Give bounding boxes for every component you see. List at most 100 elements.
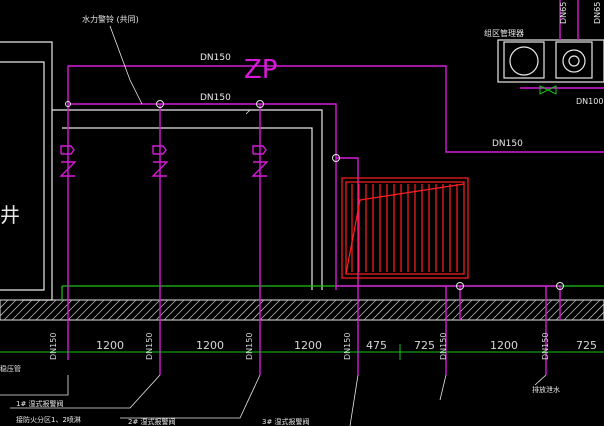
hatch-line: [403, 299, 425, 321]
valve-1-sub-note: 接防火分区1、2喷淋: [16, 415, 81, 424]
hatch-line: [99, 299, 121, 321]
valve-marker-1: [156, 100, 164, 108]
hatch-line: [571, 299, 593, 321]
leader-3: [120, 374, 261, 419]
hatch-line: [171, 299, 193, 321]
hatch-line: [75, 299, 97, 321]
hatch-line: [67, 299, 89, 321]
valve-3-note: 3# 湿式报警阀: [262, 417, 310, 426]
branch-right-2: [460, 285, 561, 320]
hatch-line: [459, 299, 481, 321]
equipment-unit-left: [503, 41, 545, 79]
hatch-line: [187, 299, 209, 321]
tank-diagonal: [345, 183, 465, 275]
riser-dn-label: DN150: [343, 333, 352, 360]
hatch-line: [355, 299, 377, 321]
hatch-line: [179, 299, 201, 321]
riser-4: [336, 157, 359, 375]
top-right-dn-3: DN100: [576, 97, 603, 106]
riser-dn-label: DN150: [439, 333, 448, 360]
building-wall-mid-inner: [62, 127, 313, 290]
top-right-valve: [539, 85, 557, 95]
hatch-line: [283, 299, 305, 321]
tank-outer: [341, 177, 469, 279]
hatch-line: [299, 299, 321, 321]
hatch-line: [203, 299, 225, 321]
hatch-line: [19, 299, 41, 321]
valve-marker-2: [256, 100, 264, 108]
hatch-line: [499, 299, 521, 321]
hatch-line: [507, 299, 529, 321]
equipment-unit-right: [555, 41, 593, 79]
hatch-line: [419, 299, 441, 321]
hatch-line: [451, 299, 473, 321]
hatch-line: [131, 299, 153, 321]
leader-2: [10, 374, 161, 409]
dimension-label: 1200: [490, 339, 518, 352]
hatch-line: [195, 299, 217, 321]
leader-1: [0, 375, 69, 396]
hatch-line: [35, 299, 57, 321]
riser-dn-label: DN150: [145, 333, 154, 360]
riser-dn-label: DN150: [245, 333, 254, 360]
hatch-line: [395, 299, 417, 321]
hatch-line: [11, 299, 33, 321]
drain-note: 排放泄水: [532, 385, 560, 394]
dimension-label: 725: [414, 339, 435, 352]
dimension-label: 725: [576, 339, 597, 352]
equipment-pump-right: [562, 49, 586, 73]
ground-band: [0, 299, 604, 321]
hatch-line: [315, 299, 337, 321]
hatch-line: [59, 299, 81, 321]
hatch-line: [579, 299, 601, 321]
hatch-line: [427, 299, 449, 321]
hatch-line: [371, 299, 393, 321]
hatch-line: [323, 299, 345, 321]
riser-code-z-2: [151, 161, 169, 177]
leader-5: [439, 374, 447, 401]
equipment-box: [497, 39, 604, 83]
tank-inner: [345, 181, 465, 275]
main-pipe-top: [67, 65, 604, 360]
valve-marker-4: [456, 282, 464, 290]
leader-4: [349, 374, 359, 426]
second-pipe: [68, 103, 337, 290]
building-wall-mid: [52, 109, 323, 290]
hatch-line: [475, 299, 497, 321]
hatch-line: [515, 299, 537, 321]
hatch-line: [291, 299, 313, 321]
right-pipe-dn: DN150: [492, 139, 523, 149]
hatch-line: [259, 299, 281, 321]
note-leader: [109, 25, 143, 105]
check-valve-left: [539, 85, 550, 95]
hatch-line: [107, 299, 129, 321]
equipment-pump-right-core: [568, 55, 580, 67]
hatch-line: [563, 299, 585, 321]
hatch-line: [587, 303, 604, 321]
riser-codes: [59, 145, 269, 177]
note-tick: [245, 109, 251, 115]
dimension-label: 475: [366, 339, 387, 352]
building-outline: [0, 39, 604, 301]
valve-2-note: 2# 湿式报警阀: [128, 417, 176, 426]
valve-marker-5: [556, 282, 564, 290]
second-pipe-dn: DN150: [200, 93, 231, 103]
check-valve-right: [546, 85, 557, 95]
dimension-label: 1200: [196, 339, 224, 352]
hatch-line: [539, 299, 561, 321]
building-wall-left-inner: [0, 61, 45, 291]
dimension-label: 1200: [96, 339, 124, 352]
hatch-line: [123, 299, 145, 321]
top-pipe-note: 水力警铃 (共同): [82, 14, 139, 24]
hatch-line: [27, 299, 49, 321]
hatch-line: [467, 299, 489, 321]
hatch-line: [211, 299, 233, 321]
hatch-line: [147, 299, 169, 321]
riser-dn-label: DN150: [541, 333, 550, 360]
hatch-line: [267, 299, 289, 321]
pipe-network: [67, 0, 604, 375]
